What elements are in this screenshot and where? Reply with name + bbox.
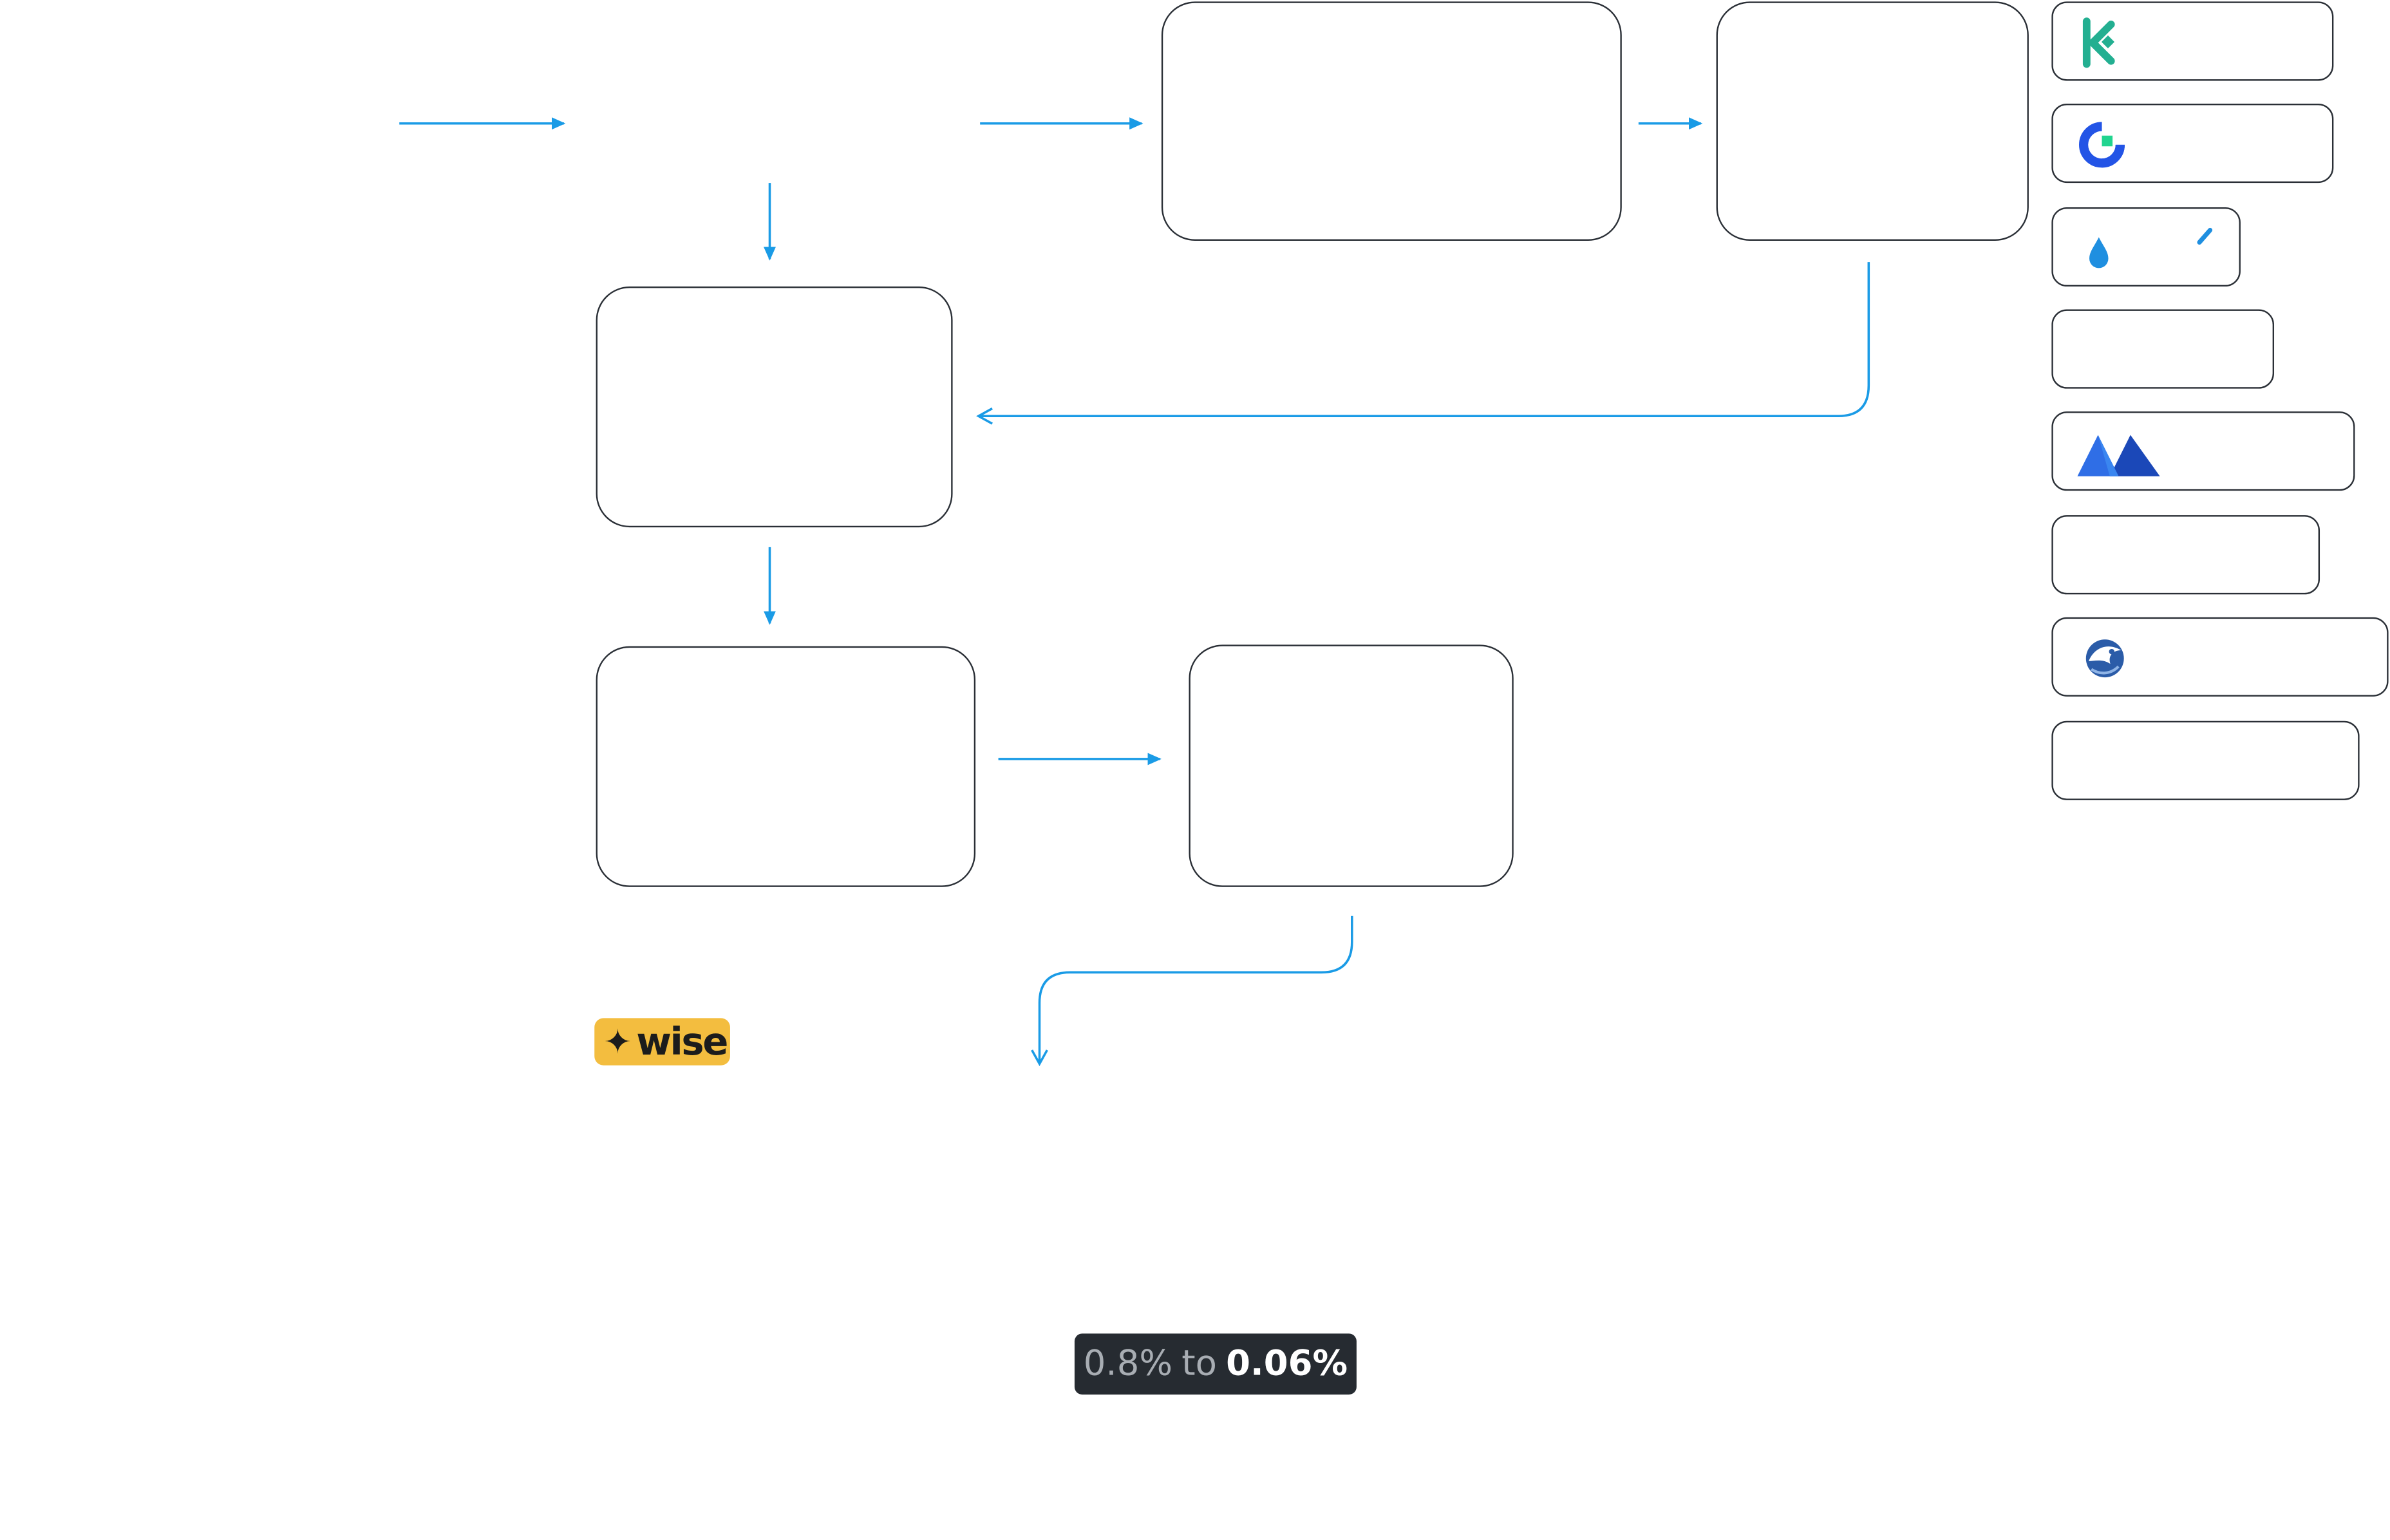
fee-reduction-pill: 0.8% to 0.06% bbox=[1074, 1333, 1357, 1395]
kucoin-icon bbox=[2082, 17, 2115, 68]
arrow-box-b-back-to-box-c bbox=[976, 262, 1870, 425]
process-box-e bbox=[1189, 644, 1514, 887]
arrow-box-e-to-output bbox=[1031, 916, 1353, 1067]
exchange-tile-4 bbox=[2051, 309, 2275, 389]
wise-badge: ✦ wise bbox=[594, 1018, 730, 1066]
sparkle-icon: ✦ bbox=[603, 1022, 632, 1060]
process-box-a bbox=[1161, 1, 1622, 241]
kraken-squid-icon bbox=[2085, 639, 2124, 678]
m-mountain-icon bbox=[2077, 435, 2160, 476]
drop-icon bbox=[2089, 237, 2109, 268]
exchange-tile-1 bbox=[2051, 1, 2334, 81]
fee-target: 0.06% bbox=[1226, 1344, 1348, 1384]
gate-icon bbox=[2079, 122, 2125, 168]
exchange-tile-6 bbox=[2051, 515, 2320, 595]
process-box-b bbox=[1716, 1, 2029, 241]
process-box-d bbox=[596, 646, 976, 887]
wise-wordmark: wise bbox=[636, 1019, 728, 1064]
exchange-tile-2 bbox=[2051, 103, 2334, 183]
process-box-c bbox=[596, 286, 953, 528]
exchange-tile-5 bbox=[2051, 411, 2355, 491]
fee-to-word: to bbox=[1181, 1344, 1217, 1384]
exchange-tile-3 bbox=[2051, 207, 2241, 287]
accent-mark-icon bbox=[2197, 227, 2213, 245]
exchange-tile-8 bbox=[2051, 720, 2360, 800]
fee-from: 0.8% bbox=[1083, 1344, 1173, 1384]
exchange-tile-7 bbox=[2051, 617, 2389, 697]
